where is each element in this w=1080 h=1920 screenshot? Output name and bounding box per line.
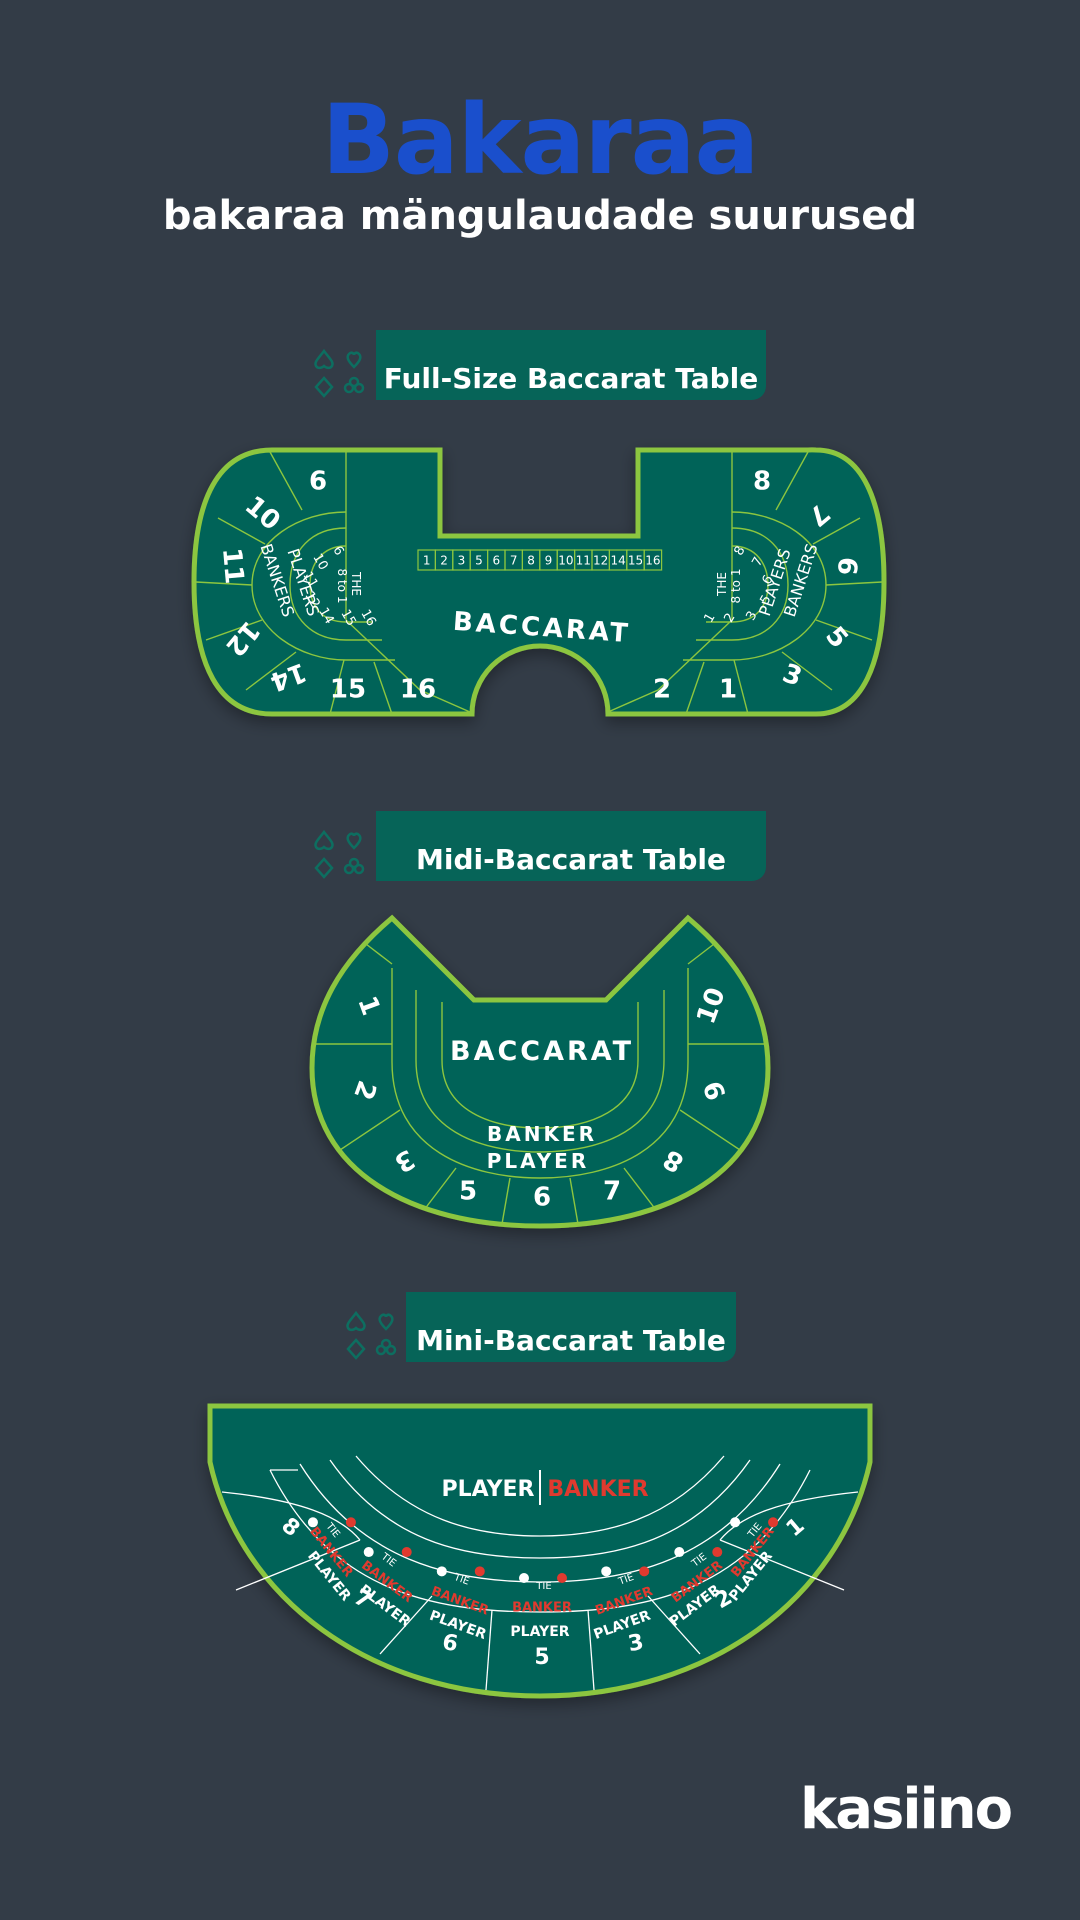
full-inner-number: 15 xyxy=(337,607,358,629)
full-strip-number: 16 xyxy=(645,554,660,568)
full-strip-number: 15 xyxy=(628,554,643,568)
full-left-odds: 8 to 1 xyxy=(335,569,349,604)
mini-banker-marker xyxy=(712,1547,723,1558)
midi-seat-number: 5 xyxy=(459,1177,477,1207)
full-strip-number: 14 xyxy=(610,554,625,568)
mini-banker-marker xyxy=(557,1573,567,1583)
mini-player-marker xyxy=(436,1566,447,1577)
full-strip-number: 5 xyxy=(475,554,483,568)
full-strip-number: 7 xyxy=(510,554,518,568)
mini-banker-marker xyxy=(474,1566,485,1577)
full-seat-number: 1 xyxy=(719,675,737,705)
full-right-odds: 8 to 1 xyxy=(729,569,743,604)
kasiino-logo: kasiino xyxy=(800,1777,1013,1842)
full-seat-number: 15 xyxy=(330,675,366,705)
full-size-table-label: Full-Size Baccarat Table xyxy=(376,330,766,400)
full-strip-number: 8 xyxy=(527,554,535,568)
full-strip-number: 6 xyxy=(492,554,500,568)
mini-banker-marker xyxy=(639,1566,650,1577)
full-strip-box xyxy=(643,549,663,571)
full-strip-number: 1 xyxy=(423,554,431,568)
mini-player-marker xyxy=(519,1573,529,1583)
midi-table-felt xyxy=(309,914,771,1229)
mini-tie-box: TIE xyxy=(452,1572,471,1588)
full-strip-number: 9 xyxy=(545,554,553,568)
mini-player-marker xyxy=(730,1517,741,1528)
mini-player-marker xyxy=(307,1517,318,1528)
mini-table-lines xyxy=(221,1455,859,1691)
full-seat-number: 2 xyxy=(653,675,671,705)
full-strip-number: 12 xyxy=(593,554,608,568)
midi-table-label: Midi-Baccarat Table xyxy=(376,811,766,881)
full-table-lines xyxy=(195,451,883,715)
midi-banker-text: BANKER xyxy=(487,1122,597,1146)
mini-table xyxy=(207,1403,873,1699)
midi-seat-number: 7 xyxy=(603,1177,621,1207)
mini-player-marker xyxy=(674,1547,685,1558)
full-seat-number: 11 xyxy=(216,547,249,586)
mini-table-label: Mini-Baccarat Table xyxy=(406,1292,736,1362)
midi-seat-number: 6 xyxy=(533,1183,551,1213)
full-strip-number: 11 xyxy=(576,554,591,568)
full-inner-number: 16 xyxy=(357,607,378,629)
mini-seat-number: 3 xyxy=(626,1630,645,1657)
page-title: Bakaraa xyxy=(321,84,759,196)
full-size-table xyxy=(191,447,887,717)
mini-tie-box: TIE xyxy=(535,1581,551,1592)
mini-player-heading: PLAYER xyxy=(442,1477,535,1502)
full-strip-number: 10 xyxy=(558,554,573,568)
full-seat-number: 16 xyxy=(400,675,436,705)
midi-table-lines xyxy=(314,943,766,1225)
mini-player-marker xyxy=(601,1566,612,1577)
full-inner-number: 12 xyxy=(301,589,322,611)
mini-banker-box: BANKER xyxy=(512,1601,572,1616)
full-right-the: THE xyxy=(715,572,729,597)
full-inner-number: 11 xyxy=(299,569,320,591)
mini-player-box: PLAYER xyxy=(510,1624,569,1640)
card-suits-icon xyxy=(314,829,365,879)
midi-table xyxy=(309,914,771,1229)
full-seat-number: 6 xyxy=(831,556,862,577)
full-inner-number: 14 xyxy=(315,605,336,627)
full-strip-number: 3 xyxy=(458,554,466,568)
full-inner-number: 10 xyxy=(309,551,330,573)
mini-table-felt xyxy=(207,1403,873,1699)
mini-banker-marker xyxy=(345,1517,356,1528)
full-left-the: THE xyxy=(349,571,363,596)
mini-player-marker xyxy=(363,1547,374,1558)
card-suits-icon xyxy=(346,1310,397,1360)
full-seat-number: 8 xyxy=(753,467,771,497)
mini-seat-number: 6 xyxy=(440,1630,459,1657)
mini-banker-marker xyxy=(768,1517,779,1528)
mini-seat-number: 5 xyxy=(534,1645,549,1670)
midi-player-text: PLAYER xyxy=(487,1149,590,1173)
mini-banker-heading: BANKER xyxy=(547,1477,648,1502)
mini-tie-box: TIE xyxy=(616,1572,635,1588)
card-suits-icon xyxy=(314,348,365,398)
page-subtitle: bakaraa mängulaudade suurused xyxy=(162,193,918,239)
full-seat-number: 6 xyxy=(309,467,327,497)
full-table-felt xyxy=(191,447,887,717)
midi-center-text: BACCARAT xyxy=(450,1036,634,1067)
mini-banker-marker xyxy=(401,1547,412,1558)
full-strip-number: 2 xyxy=(440,554,448,568)
